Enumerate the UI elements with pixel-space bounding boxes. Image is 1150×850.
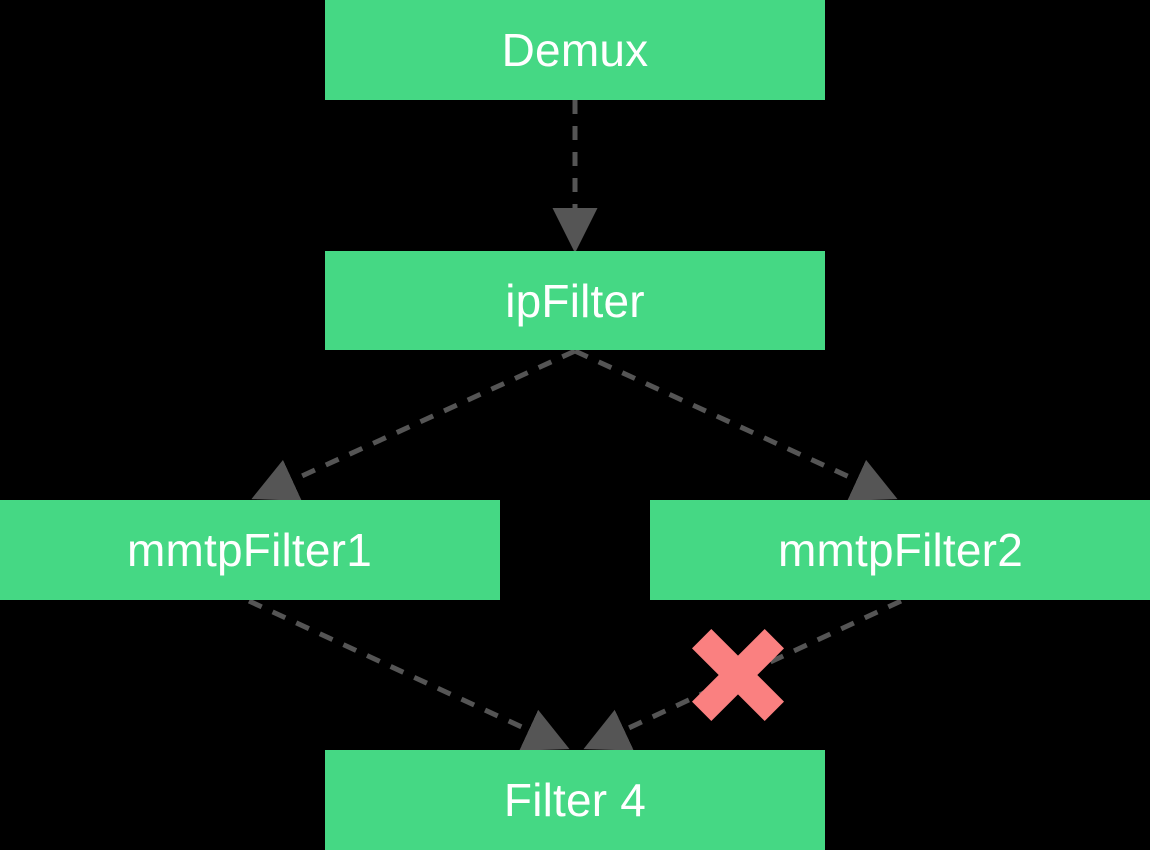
edge-mmtpfilter1-to-filter4 [247, 598, 570, 751]
node-mmtpfilter1[interactable]: mmtpFilter1 [0, 500, 500, 600]
edge-ipfilter-to-mmtpfilter1 [251, 348, 577, 501]
blocked-cross-icon [692, 629, 784, 721]
node-demux[interactable]: Demux [325, 0, 825, 100]
node-mmtpfilter2[interactable]: mmtpFilter2 [650, 500, 1150, 600]
node-ipfilter-label: ipFilter [505, 274, 645, 327]
node-ipfilter[interactable]: ipFilter [325, 251, 825, 350]
edge-mmtpfilter2-to-filter4 [583, 598, 903, 751]
edge-ipfilter-to-mmtpfilter2 [573, 348, 898, 501]
node-demux-label: Demux [501, 24, 649, 76]
node-mmtpfilter1-label: mmtpFilter1 [126, 524, 372, 576]
node-filter4[interactable]: Filter 4 [325, 750, 825, 850]
node-filter4-label: Filter 4 [503, 774, 647, 826]
node-mmtpfilter2-label: mmtpFilter2 [777, 524, 1023, 576]
